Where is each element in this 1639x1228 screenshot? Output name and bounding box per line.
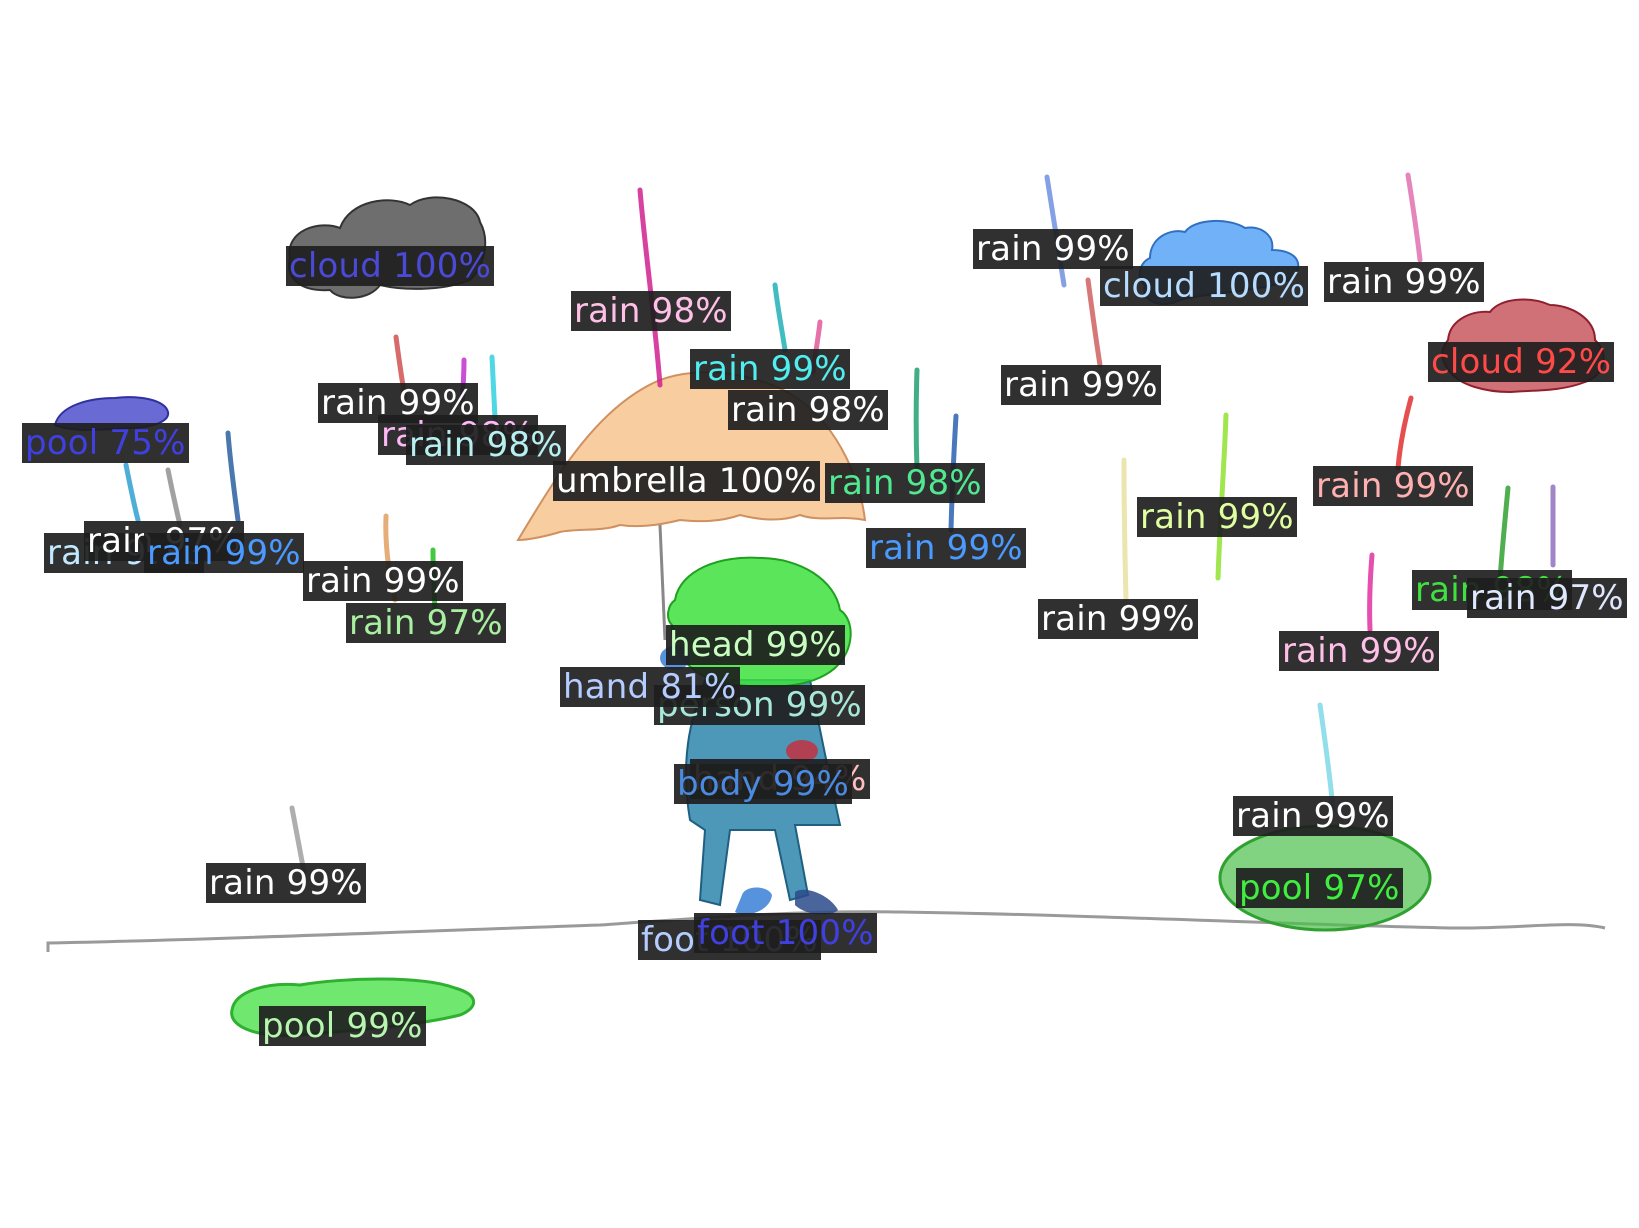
rain-streak-2 [772, 282, 788, 353]
detection-label-foot-2: foot 100% [694, 913, 877, 953]
foot-shape-left [735, 887, 772, 915]
ground-line [46, 910, 1606, 952]
detection-label-head: head 99% [666, 625, 845, 665]
detection-label-rain-7: rain 98% [825, 463, 985, 503]
detection-label-cloud-1: cloud 100% [286, 246, 495, 286]
detection-label-rain-16: rain 99% [1001, 365, 1161, 405]
rain-streak-16 [1085, 277, 1103, 368]
detection-label-cloud-3: cloud 92% [1428, 342, 1615, 382]
detection-label-rain-21: rain 97% [1467, 578, 1627, 618]
detection-label-rain-13: rain 97% [346, 603, 506, 643]
detection-label-rain-24: rain 99% [206, 863, 366, 903]
detection-label-pool-3: pool 99% [259, 1006, 426, 1046]
detection-label-rain-6: rain 98% [406, 425, 566, 465]
rain-streak-11 [225, 430, 241, 523]
detection-label-rain-11: rain 99% [144, 533, 304, 573]
rain-streak-23 [1317, 702, 1336, 813]
detection-label-pool-1: pool 75% [22, 423, 189, 463]
detection-label-rain-12: rain 99% [303, 561, 463, 601]
detection-label-rain-17: rain 99% [1313, 466, 1473, 506]
rain-streak-20 [1497, 485, 1511, 583]
detection-label-rain-15: rain 99% [1324, 262, 1484, 302]
rain-streak-10 [165, 467, 183, 528]
rain-streak-9 [123, 462, 141, 523]
rain-streak-15 [1405, 172, 1423, 263]
detection-label-rain-3: rain 98% [728, 390, 888, 430]
rain-streak-6 [489, 354, 498, 421]
rain-streak-17 [1395, 395, 1414, 471]
umbrella-handle [658, 524, 667, 641]
rain-streak-14 [1044, 174, 1067, 288]
detection-label-rain-8: rain 99% [866, 528, 1026, 568]
detection-label-rain-2: rain 99% [690, 349, 850, 389]
detection-label-rain-1: rain 98% [571, 291, 731, 331]
detection-label-rain-23: rain 99% [1233, 796, 1393, 836]
rain-streak-18 [1215, 412, 1229, 581]
detection-label-rain-14: rain 99% [973, 229, 1133, 269]
detection-label-cloud-2: cloud 100% [1100, 266, 1309, 306]
rain-streak-1 [637, 187, 663, 388]
detection-label-rain-18: rain 99% [1137, 497, 1297, 537]
detection-label-body: body 99% [674, 764, 853, 804]
detection-label-pool-2: pool 97% [1236, 868, 1403, 908]
foot-shape-right [795, 889, 838, 915]
detection-label-hand-1: hand 81% [560, 667, 740, 707]
rain-streak-7 [913, 367, 920, 473]
detection-label-umbrella: umbrella 100% [553, 461, 820, 501]
detection-label-rain-22: rain 99% [1279, 631, 1439, 671]
rain-streak-22 [1367, 552, 1375, 633]
hand-shape-right [786, 740, 818, 762]
detection-label-rain-19: rain 99% [1038, 599, 1198, 639]
rain-streak-19 [1121, 457, 1129, 601]
